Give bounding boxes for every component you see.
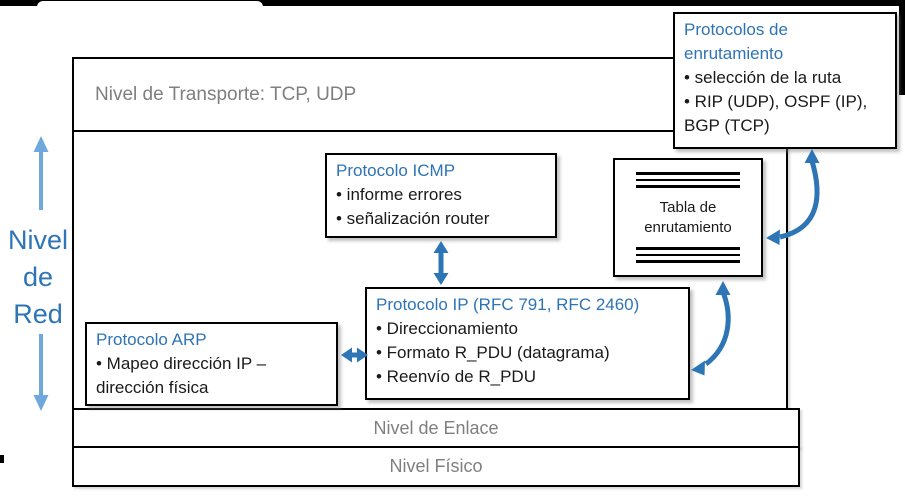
top-edge-bar	[0, 0, 905, 6]
routing-table-box: Tabla de enrutamiento	[613, 158, 763, 277]
icmp-bullet: • señalización router	[336, 209, 490, 228]
routing-table-lines-icon	[636, 172, 740, 188]
routing-protocols-box: Protocolos de enrutamiento • selección d…	[673, 12, 897, 149]
routing-protocols-box-title: Protocolos de enrutamiento	[684, 20, 788, 63]
network-layer-side-label: Nivel de Red	[7, 225, 68, 329]
transport-layer-label: Nivel de Transporte: TCP, UDP	[95, 83, 357, 105]
routing-table-label: Tabla de enrutamiento	[644, 198, 732, 236]
right-edge-bar	[899, 0, 905, 95]
transport-layer-band: Nivel de Transporte: TCP, UDP	[74, 59, 786, 132]
network-layer-down-arrow-icon	[33, 334, 49, 411]
icmp-bullet: • informe errores	[336, 185, 462, 204]
top-edge-notch	[37, 1, 263, 7]
ip-bullet: • Direccionamiento	[376, 319, 519, 338]
link-layer-band: Nivel de Enlace	[72, 408, 800, 448]
arp-protocol-box: Protocolo ARP • Mapeo dirección IP – dir…	[85, 322, 338, 406]
ip-bullet: • Formato R_PDU (datagrama)	[376, 343, 610, 362]
ip-protocol-box: Protocolo IP (RFC 791, RFC 2460) • Direc…	[365, 287, 690, 400]
arp-box-title: Protocolo ARP	[96, 330, 207, 349]
icmp-box-title: Protocolo ICMP	[336, 161, 456, 180]
arp-bullet: • Mapeo dirección IP – dirección física	[96, 354, 267, 397]
routing-protocols-bullet: • RIP (UDP), OSPF (IP), BGP (TCP)	[684, 92, 868, 135]
routing-table-lines-icon	[636, 247, 740, 263]
physical-layer-band: Nivel Físico	[72, 446, 800, 487]
link-layer-label: Nivel de Enlace	[373, 417, 499, 438]
ip-box-title: Protocolo IP (RFC 791, RFC 2460)	[376, 295, 640, 314]
routing-protocols-bullet: • selección de la ruta	[684, 68, 842, 87]
left-edge-mark	[0, 455, 4, 463]
network-layer-up-arrow-icon	[33, 136, 49, 210]
icmp-protocol-box: Protocolo ICMP • informe errores • señal…	[325, 153, 557, 238]
ip-bullet: • Reenvío de R_PDU	[376, 367, 536, 386]
physical-layer-label: Nivel Físico	[389, 456, 483, 476]
